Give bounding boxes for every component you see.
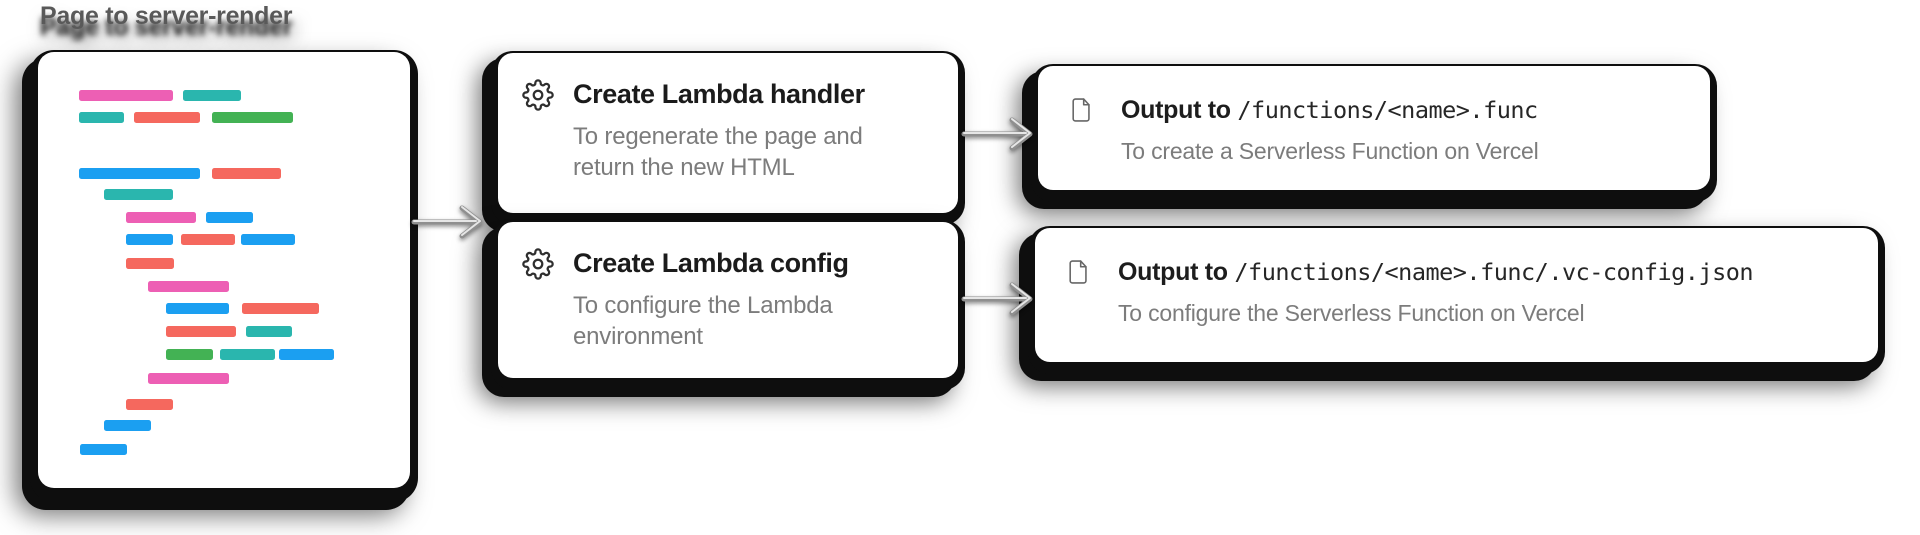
code-bar-blue [126,234,173,245]
output-title: Output to /functions/<name>.func/.vc-con… [1118,258,1754,286]
code-bar-red [126,399,173,410]
code-bar-red [242,303,319,314]
output-card-vc-config: Output to /functions/<name>.func/.vc-con… [1035,228,1878,362]
code-bar-blue [206,212,253,223]
output-path: /functions/<name>.func [1237,96,1538,124]
gear-icon [522,78,573,116]
page-source-card [38,52,410,488]
code-bar-teal [220,349,275,360]
code-bar-blue [104,420,151,431]
output-description: To configure the Serverless Function on … [1118,300,1585,326]
code-bar-pink [79,90,173,101]
arrow-config-to-output [961,282,1033,316]
step-title: Create Lambda config [573,248,849,278]
file-icon [1068,257,1118,290]
step-description: To configure the Lambda environment [573,292,833,350]
code-bar-pink [148,373,229,384]
file-icon [1071,95,1121,128]
code-bar-green [212,112,293,123]
code-lines [38,52,410,488]
code-bar-blue [279,349,334,360]
code-bar-red [134,112,200,123]
gear-icon [522,247,573,285]
step-title: Create Lambda handler [573,79,865,109]
code-bar-blue [80,444,127,455]
code-bar-teal [246,326,292,337]
step-card-create-lambda-handler: Create Lambda handler To regenerate the … [498,53,958,213]
code-bar-pink [126,212,196,223]
output-path: /functions/<name>.func/.vc-config.json [1234,258,1754,286]
step-description: To regenerate the page and return the ne… [573,123,863,181]
code-bar-red [212,168,281,179]
arrow-source-to-steps [411,205,483,239]
code-bar-teal [79,112,124,123]
output-description: To create a Serverless Function on Verce… [1121,138,1539,164]
code-bar-teal [183,90,241,101]
code-bar-red [126,258,174,269]
code-bar-red [166,326,236,337]
diagram-title: Page to server-render [40,2,293,30]
output-title: Output to /functions/<name>.func [1121,96,1538,124]
code-bar-teal [104,189,173,200]
code-bar-blue [241,234,295,245]
code-bar-green [166,349,213,360]
arrow-handler-to-output [961,117,1033,151]
step-card-create-lambda-config: Create Lambda config To configure the La… [498,222,958,378]
code-bar-blue [79,168,200,179]
code-bar-red [181,234,235,245]
code-bar-pink [148,281,229,292]
code-bar-blue [166,303,229,314]
output-card-func: Output to /functions/<name>.func To crea… [1038,66,1710,190]
